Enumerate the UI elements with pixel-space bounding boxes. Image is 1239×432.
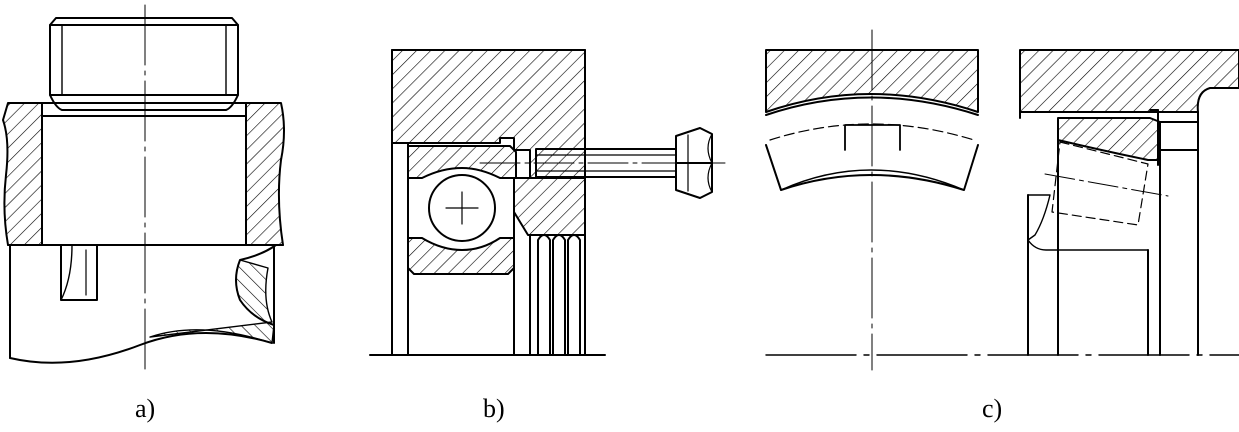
right-collar-section bbox=[245, 102, 285, 246]
inner-race bbox=[407, 237, 515, 275]
ball bbox=[428, 174, 496, 242]
left-collar-section bbox=[2, 102, 43, 246]
figure-b-ball-bearing bbox=[369, 49, 726, 356]
tapered-roller bbox=[1044, 141, 1169, 226]
keyway-slot bbox=[60, 244, 98, 301]
caption-b: b) bbox=[483, 394, 505, 423]
break-out-section bbox=[149, 259, 275, 344]
seal-rings bbox=[537, 234, 581, 356]
right-housing-section bbox=[1019, 49, 1239, 113]
lower-shaft bbox=[9, 244, 277, 364]
figure-c-tapered-bearings bbox=[765, 29, 1239, 371]
threaded-cap bbox=[49, 17, 239, 111]
caption-c: c) bbox=[982, 394, 1003, 423]
figure-a-threaded-shaft bbox=[2, 4, 285, 373]
caption-a: a) bbox=[135, 394, 156, 423]
outer-race bbox=[407, 145, 517, 179]
housing-lower-section bbox=[513, 177, 586, 236]
